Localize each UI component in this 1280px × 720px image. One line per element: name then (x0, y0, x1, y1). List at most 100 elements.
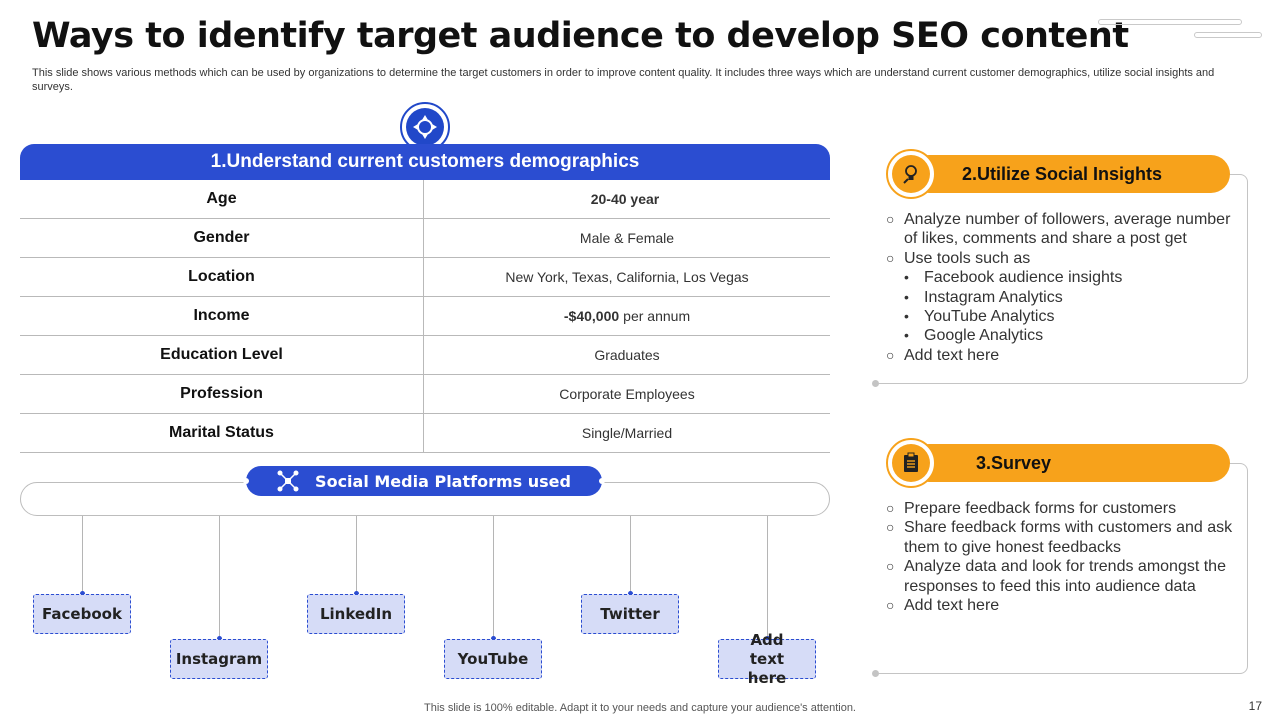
list-item-text: Facebook audience insights (924, 269, 1123, 287)
survey-badge (886, 438, 936, 488)
connector-line (354, 516, 359, 596)
row-label: Income (20, 297, 424, 335)
row-label: Marital Status (20, 414, 424, 452)
list-item: ○ Analyze number of followers, average nu… (886, 210, 1236, 249)
decorative-line (1098, 19, 1242, 25)
insights-card-frame (1228, 174, 1248, 384)
list-subitem: • YouTube Analytics (886, 307, 1236, 326)
list-item-text: Use tools such as (904, 249, 1031, 267)
insights-card-dot (872, 380, 879, 387)
demographics-table: Age 20-40 year Gender Male & Female Loca… (20, 180, 830, 453)
list-item: ○ Use tools such as (886, 249, 1236, 268)
row-value-text: per annum (623, 308, 691, 324)
list-bullet: ○ (886, 500, 895, 516)
list-item: ○ Add text here (886, 346, 1236, 365)
table-row: Location New York, Texas, California, Lo… (20, 258, 830, 297)
table-row: Marital Status Single/Married (20, 414, 830, 453)
footer-note: This slide is 100% editable. Adapt it to… (424, 702, 856, 714)
row-value: New York, Texas, California, Los Vegas (505, 269, 749, 285)
network-icon (277, 470, 299, 492)
list-item: ○ Prepare feedback forms for customers (886, 499, 1236, 518)
connector-line (80, 516, 85, 596)
connector-line (217, 516, 222, 641)
survey-list: ○ Prepare feedback forms for customers ○ S… (886, 499, 1236, 615)
list-bullet: ○ (886, 346, 895, 363)
row-label: Location (20, 258, 424, 296)
survey-card-bottom-line (876, 673, 1236, 674)
platform-facebook: Facebook (33, 594, 131, 634)
list-item-text: Instagram Analytics (924, 288, 1063, 306)
list-bullet: ○ (886, 249, 895, 266)
platform-twitter: Twitter (581, 594, 679, 634)
table-row: Education Level Graduates (20, 336, 830, 375)
list-item: ○ Add text here (886, 596, 1236, 615)
platform-instagram: Instagram (170, 639, 268, 679)
row-label: Profession (20, 375, 424, 413)
survey-card-frame (1228, 463, 1248, 674)
insights-badge (886, 149, 936, 199)
lightbulb-icon (903, 165, 917, 184)
list-item-text: Add text here (904, 597, 1000, 615)
row-value: Single/Married (581, 425, 673, 441)
list-bullet: ○ (886, 519, 895, 536)
list-subitem: • Google Analytics (886, 326, 1236, 345)
social-heading-text: Social Media Platforms used (315, 471, 571, 491)
demographics-badge (400, 102, 450, 152)
platform-youtube: YouTube (444, 639, 542, 679)
survey-card-dot (872, 670, 879, 677)
list-item-text: Prepare feedback forms for customers (904, 500, 1177, 517)
social-platforms-heading: Social Media Platforms used (243, 466, 605, 496)
list-bullet: ○ (886, 597, 895, 614)
list-item-text: Share feedback forms with customers and … (904, 519, 1233, 556)
list-item: ○ Analyze data and look for trends amongs… (886, 557, 1236, 596)
pill-dot (599, 478, 605, 484)
list-bullet: ○ (886, 211, 895, 227)
list-bullet: • (904, 308, 909, 325)
row-value-text: 20-40 year (590, 191, 660, 207)
survey-heading-pill: 3.Survey (910, 444, 1230, 482)
row-label: Education Level (20, 336, 424, 374)
row-value: Male & Female (579, 230, 675, 246)
row-value: Corporate Employees (559, 386, 695, 402)
insights-heading-pill: 2.Utilize Social Insights (910, 155, 1230, 193)
list-item-text: Analyze data and look for trends amongst… (904, 558, 1226, 595)
row-value: Graduates (594, 347, 660, 363)
list-bullet: • (904, 269, 909, 286)
demographics-heading: 1.Understand current customers demograph… (20, 144, 830, 180)
table-row: Age 20-40 year (20, 180, 830, 219)
list-bullet: • (904, 327, 909, 344)
list-bullet: ○ (886, 558, 895, 575)
platform-linkedin: LinkedIn (307, 594, 405, 634)
pill-dot (243, 478, 249, 484)
row-label: Gender (20, 219, 424, 257)
row-value: 20-40 year (424, 180, 830, 218)
slide-subtitle: This slide shows various methods which c… (32, 67, 1215, 93)
insights-card-bottom-line (876, 383, 1236, 384)
connector-line (628, 516, 633, 596)
target-arrows-icon (413, 115, 437, 139)
list-bullet: • (904, 288, 909, 305)
list-item-text: YouTube Analytics (924, 308, 1055, 326)
insights-heading: 2.Utilize Social Insights (962, 163, 1163, 184)
platform-add-text: Add text here (718, 631, 816, 687)
list-item-text: Analyze number of followers, average num… (904, 211, 1231, 248)
row-value-bold: -$40,000 (563, 308, 620, 324)
connector-line (491, 516, 496, 641)
table-row: Profession Corporate Employees (20, 375, 830, 414)
list-item: ○ Share feedback forms with customers and… (886, 518, 1236, 557)
list-subitem: • Facebook audience insights (886, 268, 1236, 287)
connector-line (765, 516, 770, 641)
survey-heading: 3.Survey (976, 452, 1052, 473)
insights-list: ○ Analyze number of followers, average nu… (886, 210, 1236, 365)
decorative-line (1194, 32, 1262, 38)
clipboard-icon (904, 452, 918, 472)
row-label: Age (20, 180, 424, 218)
table-row: Gender Male & Female (20, 219, 830, 258)
slide-title: Ways to identify target audience to deve… (32, 16, 1129, 56)
list-item-text: Google Analytics (924, 327, 1044, 345)
list-subitem: • Instagram Analytics (886, 288, 1236, 307)
page-number: 17 (1248, 699, 1262, 713)
list-item-text: Add text here (904, 346, 1000, 364)
